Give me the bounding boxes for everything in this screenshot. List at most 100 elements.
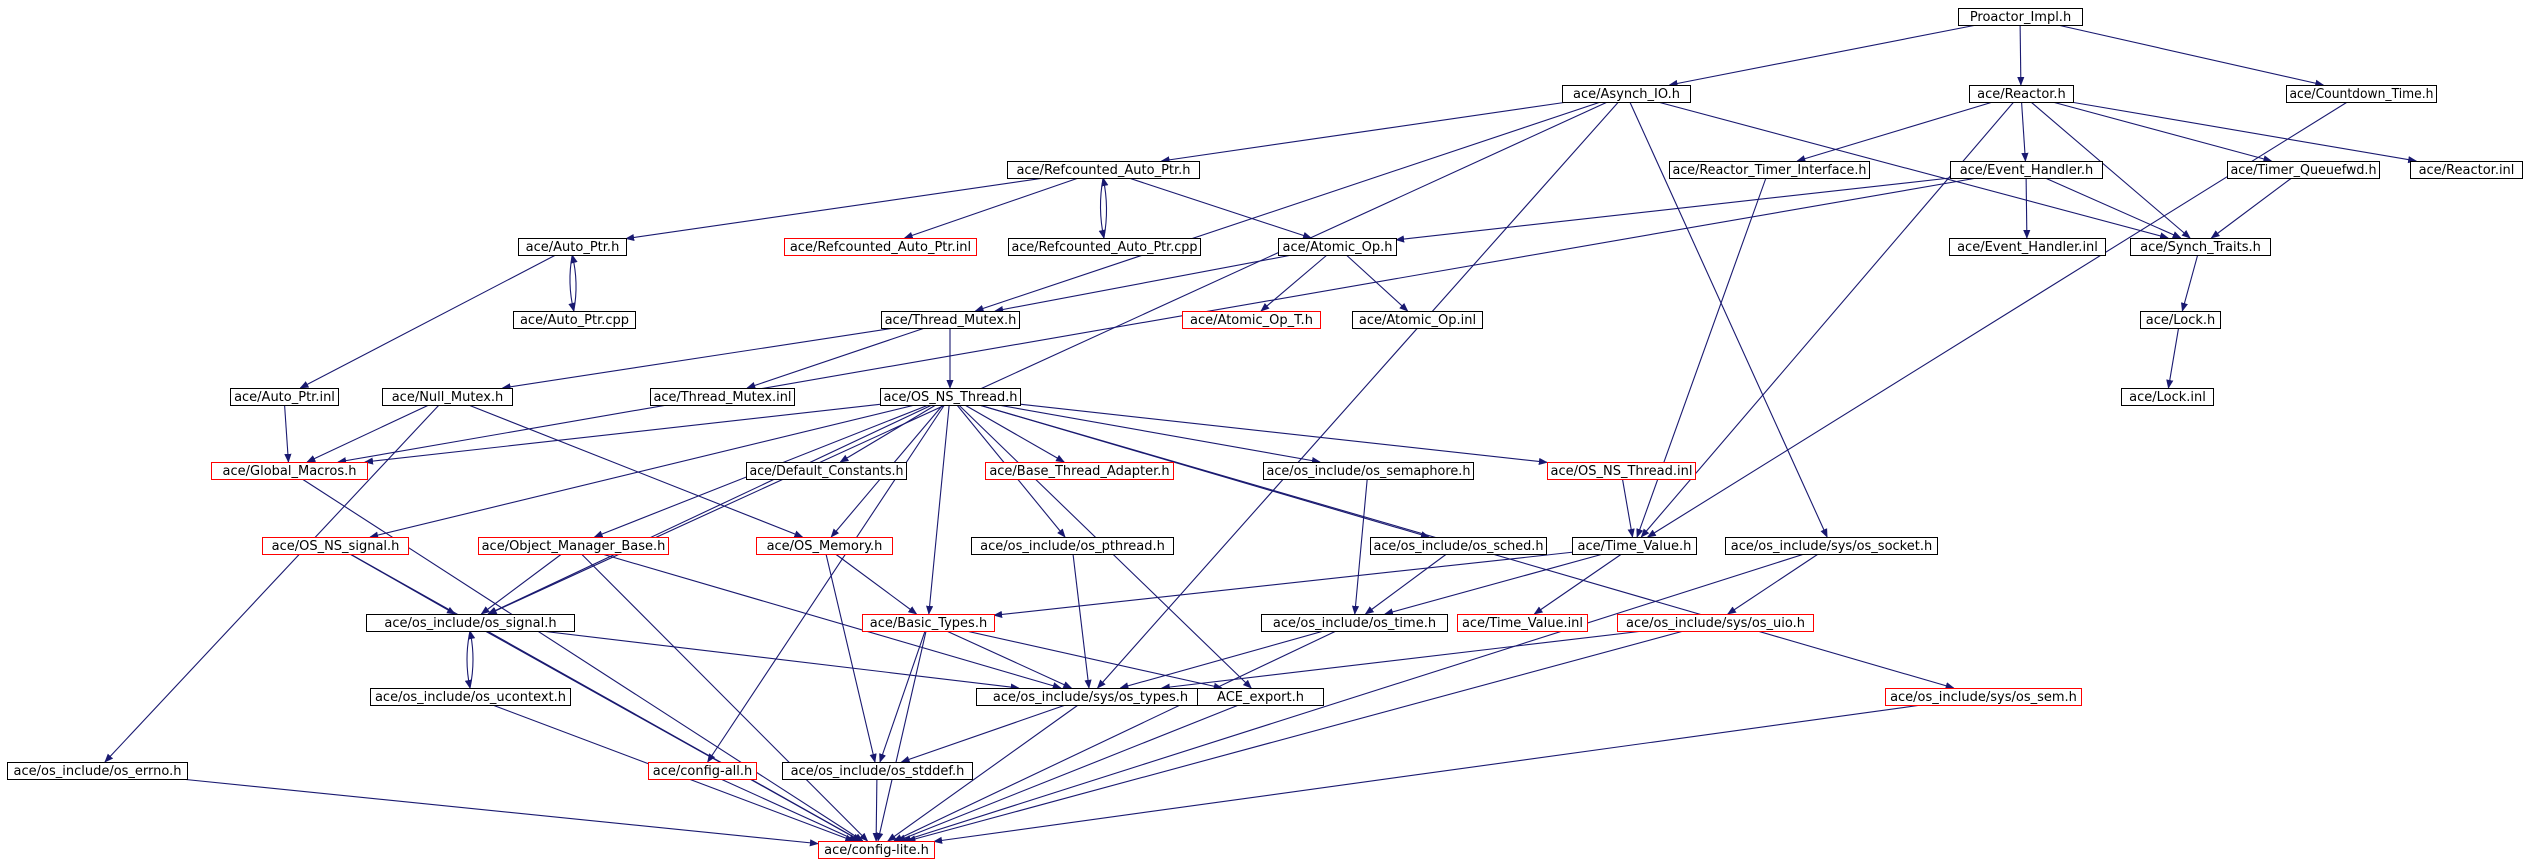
node-box[interactable] xyxy=(1263,462,1474,480)
node-box[interactable] xyxy=(2286,85,2437,103)
graph-node[interactable]: ace/os_include/os_signal.h xyxy=(366,614,575,632)
graph-node[interactable]: ace/Thread_Mutex.h xyxy=(881,311,1020,329)
graph-node[interactable]: ace/Auto_Ptr.inl xyxy=(230,388,339,406)
graph-node[interactable]: ACE_export.h xyxy=(1197,688,1324,706)
graph-node[interactable]: ace/Event_Handler.h xyxy=(1950,161,2103,179)
node-box[interactable] xyxy=(1278,238,1397,256)
node-box[interactable] xyxy=(1182,311,1321,329)
graph-node[interactable]: ace/Atomic_Op_T.h xyxy=(1182,311,1321,329)
node-box[interactable] xyxy=(782,762,973,780)
node-box[interactable] xyxy=(513,311,636,329)
node-box[interactable] xyxy=(756,537,893,555)
node-box[interactable] xyxy=(2130,238,2271,256)
graph-node[interactable]: ace/os_include/sys/os_uio.h xyxy=(1617,614,1814,632)
graph-node[interactable]: ace/config-all.h xyxy=(648,762,757,780)
graph-node[interactable]: ace/Lock.inl xyxy=(2121,388,2214,406)
graph-node[interactable]: ace/Basic_Types.h xyxy=(862,614,995,632)
node-box[interactable] xyxy=(880,388,1021,406)
edge-arrow xyxy=(1101,177,1109,239)
graph-node[interactable]: ace/Reactor_Timer_Interface.h xyxy=(1669,161,1870,179)
graph-node[interactable]: ace/os_include/sys/os_types.h xyxy=(976,688,1205,706)
node-box[interactable] xyxy=(262,537,409,555)
node-box[interactable] xyxy=(1949,238,2106,256)
node-box[interactable] xyxy=(971,537,1174,555)
graph-node[interactable]: ace/Event_Handler.inl xyxy=(1949,238,2106,256)
graph-node[interactable]: ace/Reactor.h xyxy=(1969,85,2074,103)
graph-node[interactable]: ace/OS_Memory.h xyxy=(756,537,893,555)
graph-node[interactable]: ace/os_include/os_time.h xyxy=(1261,614,1448,632)
graph-node[interactable]: ace/os_include/sys/os_socket.h xyxy=(1725,537,1938,555)
graph-node[interactable]: ace/OS_NS_signal.h xyxy=(262,537,409,555)
node-box[interactable] xyxy=(881,311,1020,329)
graph-node[interactable]: ace/Reactor.inl xyxy=(2410,161,2523,179)
graph-node[interactable]: ace/Atomic_Op.h xyxy=(1278,238,1397,256)
graph-node[interactable]: ace/os_include/os_stddef.h xyxy=(782,762,973,780)
graph-node[interactable]: ace/Thread_Mutex.inl xyxy=(650,388,795,406)
node-box[interactable] xyxy=(1885,688,2082,706)
node-box[interactable] xyxy=(746,462,907,480)
graph-node[interactable]: ace/Refcounted_Auto_Ptr.inl xyxy=(784,238,977,256)
node-label: ace/Basic_Types.h xyxy=(870,616,987,631)
node-box[interactable] xyxy=(370,688,571,706)
graph-node[interactable]: Proactor_Impl.h xyxy=(1958,8,2083,26)
graph-node[interactable]: ace/Atomic_Op.inl xyxy=(1352,311,1483,329)
node-box[interactable] xyxy=(1969,85,2074,103)
node-box[interactable] xyxy=(382,388,513,406)
graph-node[interactable]: ace/Default_Constants.h xyxy=(746,462,907,480)
graph-node[interactable]: ace/OS_NS_Thread.h xyxy=(880,388,1021,406)
graph-node[interactable]: ace/Asynch_IO.h xyxy=(1562,85,1691,103)
node-box[interactable] xyxy=(1547,462,1696,480)
node-box[interactable] xyxy=(784,238,977,256)
graph-node[interactable]: ace/Object_Manager_Base.h xyxy=(478,537,669,555)
graph-node[interactable]: ace/Time_Value.h xyxy=(1572,537,1697,555)
node-box[interactable] xyxy=(650,388,795,406)
node-box[interactable] xyxy=(1008,238,1201,256)
graph-node[interactable]: ace/Auto_Ptr.h xyxy=(518,238,627,256)
graph-node[interactable]: ace/Global_Macros.h xyxy=(211,462,368,480)
graph-node[interactable]: ace/Base_Thread_Adapter.h xyxy=(985,462,1174,480)
node-box[interactable] xyxy=(478,537,669,555)
node-box[interactable] xyxy=(1958,8,2083,26)
node-box[interactable] xyxy=(2140,311,2221,329)
graph-node[interactable]: ace/Time_Value.inl xyxy=(1457,614,1588,632)
graph-node[interactable]: ace/config-lite.h xyxy=(818,841,935,859)
node-box[interactable] xyxy=(1669,161,1870,179)
graph-node[interactable]: ace/os_include/os_ucontext.h xyxy=(370,688,571,706)
node-box[interactable] xyxy=(2410,161,2523,179)
node-box[interactable] xyxy=(1370,537,1547,555)
node-box[interactable] xyxy=(1261,614,1448,632)
graph-node[interactable]: ace/os_include/os_sched.h xyxy=(1370,537,1547,555)
node-box[interactable] xyxy=(1572,537,1697,555)
graph-node[interactable]: ace/Refcounted_Auto_Ptr.h xyxy=(1007,161,1200,179)
graph-node[interactable]: ace/os_include/sys/os_sem.h xyxy=(1885,688,2082,706)
node-box[interactable] xyxy=(2121,388,2214,406)
graph-node[interactable]: ace/OS_NS_Thread.inl xyxy=(1547,462,1696,480)
graph-node[interactable]: ace/Null_Mutex.h xyxy=(382,388,513,406)
node-box[interactable] xyxy=(648,762,757,780)
node-box[interactable] xyxy=(862,614,995,632)
graph-node[interactable]: ace/os_include/os_pthread.h xyxy=(971,537,1174,555)
graph-node[interactable]: ace/Timer_Queuefwd.h xyxy=(2227,161,2380,179)
graph-node[interactable]: ace/Auto_Ptr.cpp xyxy=(513,311,636,329)
node-box[interactable] xyxy=(1352,311,1483,329)
node-box[interactable] xyxy=(1950,161,2103,179)
node-box[interactable] xyxy=(1617,614,1814,632)
node-box[interactable] xyxy=(230,388,339,406)
node-box[interactable] xyxy=(7,762,188,780)
node-box[interactable] xyxy=(1457,614,1588,632)
node-box[interactable] xyxy=(1197,688,1324,706)
node-box[interactable] xyxy=(1007,161,1200,179)
graph-node[interactable]: ace/Refcounted_Auto_Ptr.cpp xyxy=(1008,238,1201,256)
graph-node[interactable]: ace/os_include/os_semaphore.h xyxy=(1263,462,1474,480)
node-box[interactable] xyxy=(518,238,627,256)
node-box[interactable] xyxy=(2227,161,2380,179)
node-box[interactable] xyxy=(1562,85,1691,103)
graph-node[interactable]: ace/os_include/os_errno.h xyxy=(7,762,188,780)
node-box[interactable] xyxy=(366,614,575,632)
graph-node[interactable]: ace/Synch_Traits.h xyxy=(2130,238,2271,256)
node-box[interactable] xyxy=(211,462,368,480)
graph-node[interactable]: ace/Countdown_Time.h xyxy=(2286,85,2437,103)
node-box[interactable] xyxy=(985,462,1174,480)
graph-node[interactable]: ace/Lock.h xyxy=(2140,311,2221,329)
node-box[interactable] xyxy=(1725,537,1938,555)
